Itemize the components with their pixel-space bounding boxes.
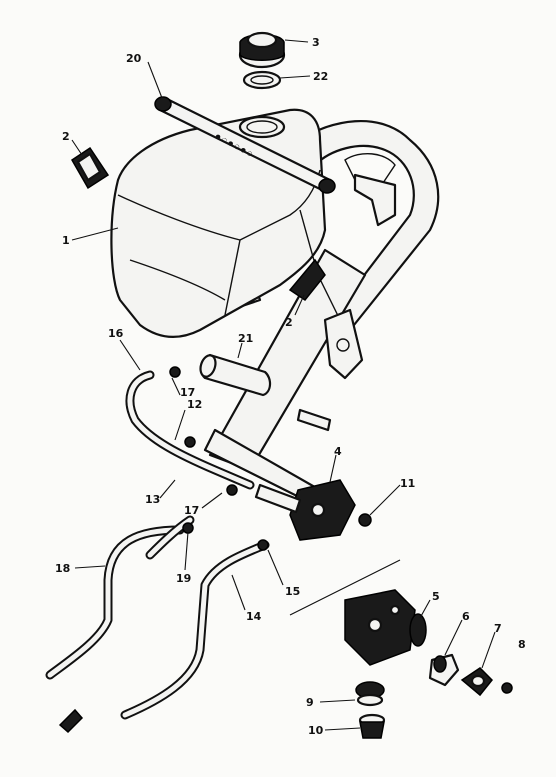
callout-8: 8 (518, 638, 526, 651)
callout-12: 12 (187, 398, 202, 411)
plate-7 (460, 667, 494, 697)
callout-5: 5 (432, 590, 440, 603)
filter-cup-9 (355, 681, 385, 707)
stray-fragment (58, 708, 84, 734)
callout-leaders (71, 39, 496, 731)
fuel-hose-14 (120, 540, 270, 720)
callout-1: 1 (62, 234, 70, 247)
lever-6 (428, 653, 460, 687)
callout-16: 16 (108, 327, 124, 340)
fuel-cap (238, 31, 286, 69)
frame-bolt (296, 408, 332, 432)
fuel-hose-18 (45, 525, 185, 680)
valve-screw (358, 513, 372, 527)
callout-9: 9 (306, 696, 314, 709)
valve-body (344, 589, 416, 666)
callout-15: 15 (285, 585, 300, 598)
fuel-valve (254, 479, 356, 541)
callout-6: 6 (462, 610, 470, 623)
assembly-guide-line (289, 559, 401, 616)
callout-2: 2 (62, 130, 70, 143)
side-plate (323, 308, 364, 380)
screw-8 (501, 682, 513, 694)
callout-19: 19 (176, 572, 191, 585)
hose-clamp-17 (169, 366, 269, 551)
filter-10 (358, 713, 386, 739)
tube-cylinder (199, 353, 272, 397)
callout-13: 13 (145, 493, 160, 506)
callout-7: 7 (494, 622, 502, 635)
callout-14: 14 (246, 610, 262, 623)
callout-labels: 3 22 20 2 1 2 21 16 17 12 13 17 4 11 18 … (55, 36, 526, 737)
callout-22: 22 (313, 70, 328, 83)
fuel-hose-upper (125, 370, 255, 490)
callout-21: 21 (238, 332, 253, 345)
callout-2-lower: 2 (285, 316, 293, 329)
cap-gasket (242, 70, 282, 90)
callout-10: 10 (308, 724, 324, 737)
callout-4: 4 (334, 445, 342, 458)
callout-17-lower: 17 (184, 504, 199, 517)
callout-11: 11 (400, 477, 415, 490)
callout-20: 20 (126, 52, 142, 65)
valve-gasket-5 (409, 613, 427, 647)
callout-17-upper: 17 (180, 386, 195, 399)
callout-18: 18 (55, 562, 70, 575)
callout-3: 3 (312, 36, 320, 49)
mount-bracket (288, 258, 326, 302)
rubber-cushion (71, 146, 110, 190)
